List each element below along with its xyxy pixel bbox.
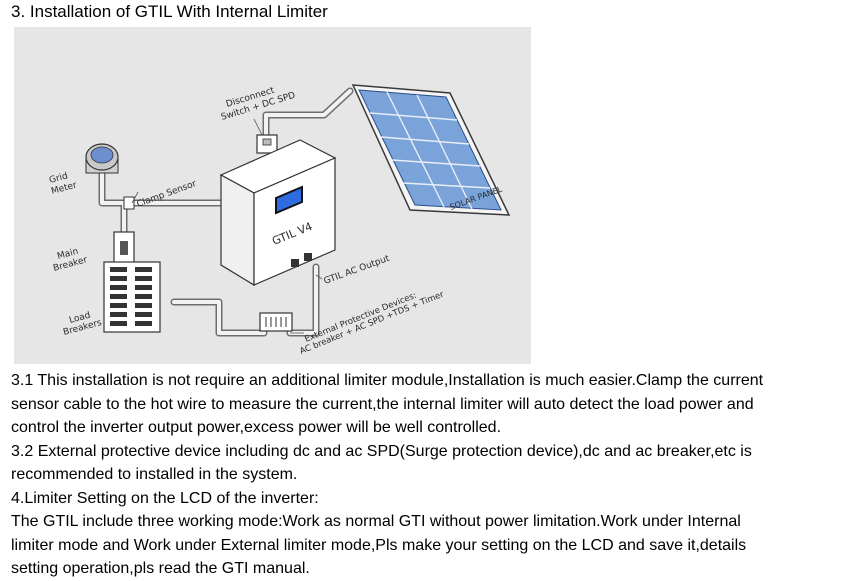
label-external-devices-line2: AC breaker + AC SPD +TDS + Timer bbox=[298, 289, 445, 356]
load-breakers-icon bbox=[103, 261, 161, 333]
paragraph-line: limiter mode and Work under External lim… bbox=[11, 536, 747, 554]
paragraph-line: The GTIL include three working mode:Work… bbox=[11, 513, 741, 530]
pointer-lines bbox=[131, 118, 323, 334]
paragraph-line: 3.1 This installation is not require an … bbox=[11, 372, 764, 389]
label-external-devices-line1: External Protective Devices: bbox=[303, 291, 418, 345]
body-text: 3.1 This installation is not require an … bbox=[11, 369, 847, 581]
installation-diagram-svg: Disconnect Switch + DC SPD SOLAR PANEL G… bbox=[48, 84, 511, 357]
external-protective-device-icon bbox=[259, 312, 293, 332]
paragraph-line: control the inverter output power,excess… bbox=[11, 419, 502, 436]
paragraph-line: sensor cable to the hot wire to measure … bbox=[11, 395, 754, 413]
disconnect-switch-icon bbox=[256, 134, 278, 154]
installation-diagram: Disconnect Switch + DC SPD SOLAR PANEL G… bbox=[14, 27, 531, 364]
paragraph-line: 4.Limiter Setting on the LCD of the inve… bbox=[11, 489, 319, 507]
clamp-sensor-icon bbox=[123, 196, 135, 210]
label-ac-output: GTIL AC Output bbox=[323, 254, 392, 287]
label-grid-meter-line1: Grid bbox=[48, 171, 69, 186]
solar-panel-icon bbox=[351, 84, 511, 216]
section-heading: 3. Installation of GTIL With Internal Li… bbox=[11, 2, 328, 21]
paragraph-line: 3.2 External protective device including… bbox=[11, 442, 752, 460]
paragraph-line: recommended to installed in the system. bbox=[11, 466, 298, 483]
inverter-icon bbox=[219, 139, 337, 287]
paragraph-line: setting operation,pls read the GTI manua… bbox=[11, 560, 310, 577]
grid-meter-icon bbox=[85, 143, 119, 174]
